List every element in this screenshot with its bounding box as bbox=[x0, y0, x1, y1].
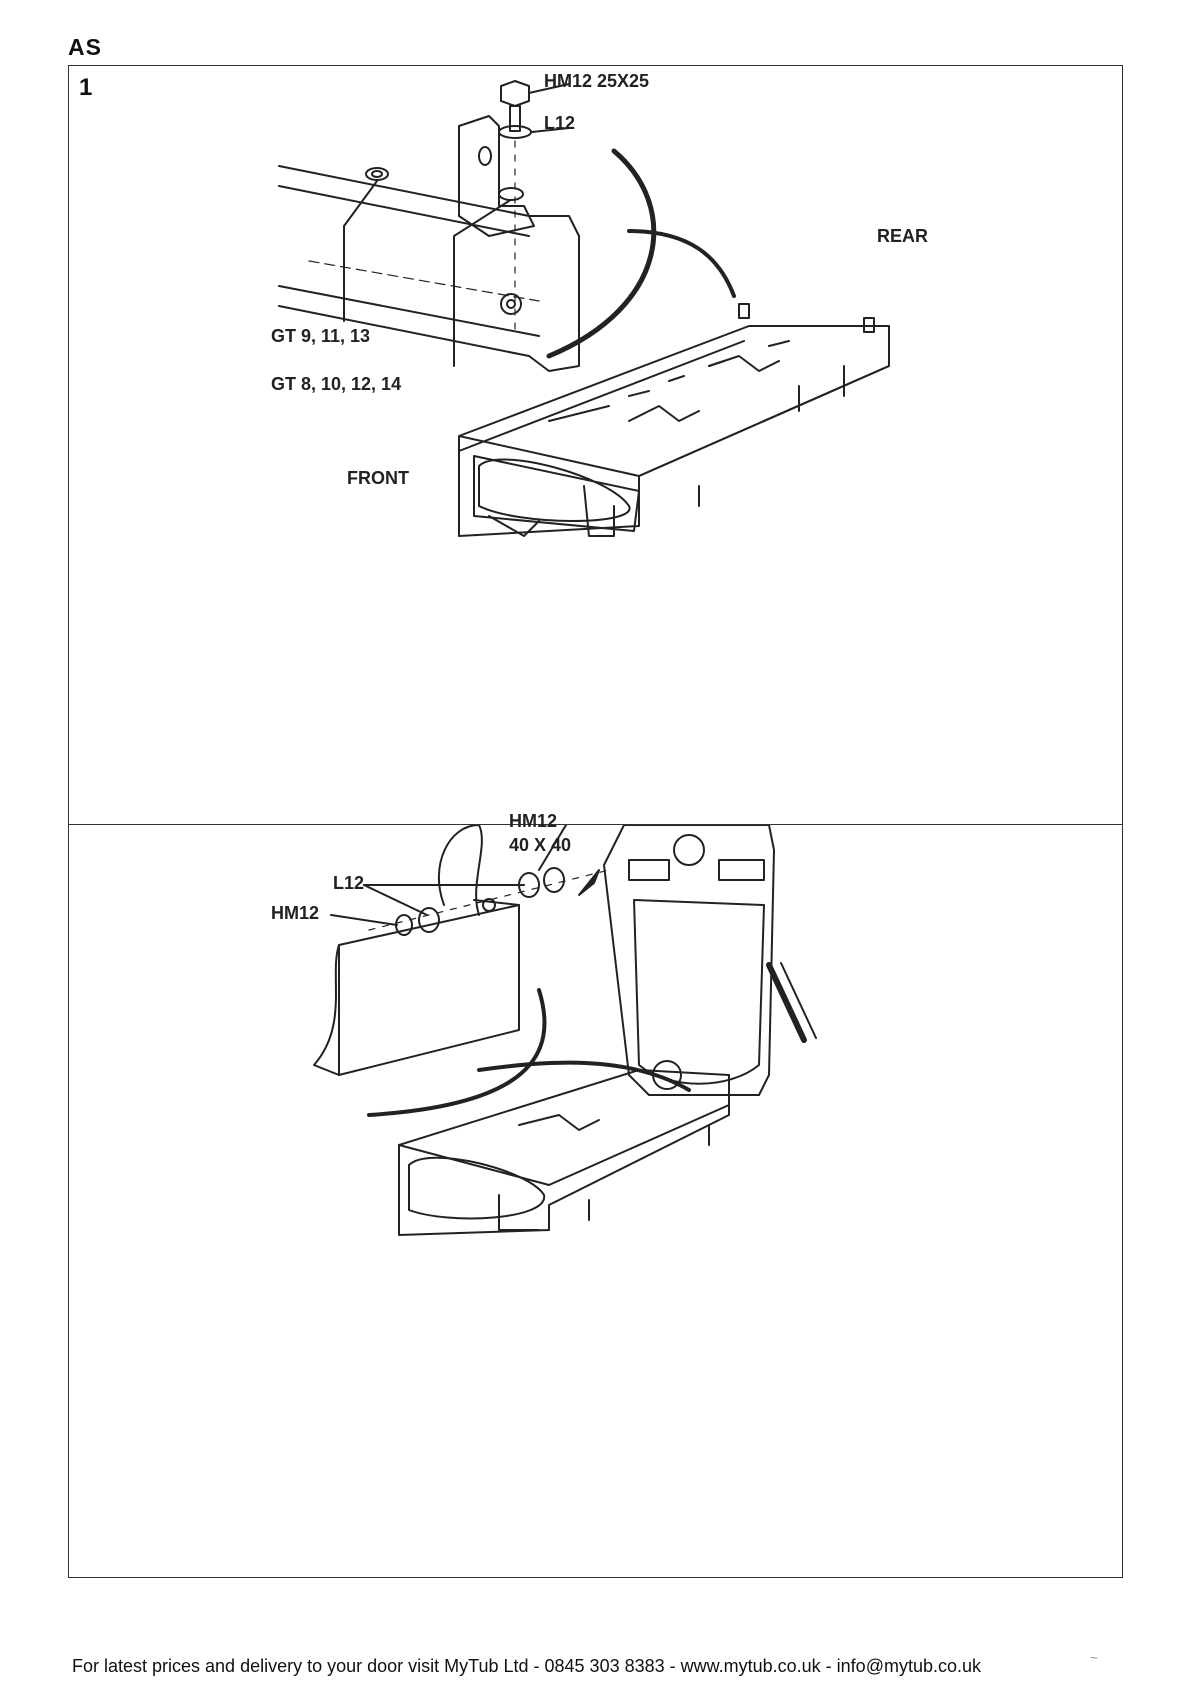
angle-bracket bbox=[459, 116, 534, 236]
nut bbox=[501, 294, 521, 314]
gt-even-label: GT 8, 10, 12, 14 bbox=[271, 374, 401, 395]
bolt-label-line1: HM12 bbox=[509, 811, 557, 832]
washer-label: L12 bbox=[333, 873, 364, 894]
gt-odd-label: GT 9, 11, 13 bbox=[271, 326, 370, 347]
footer-contact: For latest prices and delivery to your d… bbox=[72, 1656, 981, 1677]
detail-callout bbox=[549, 151, 654, 356]
rear-label: REAR bbox=[877, 226, 928, 247]
step-1-panel: 1 bbox=[68, 65, 1123, 825]
rail-hole bbox=[366, 168, 388, 180]
channel-face bbox=[339, 905, 519, 1075]
bolt-label: HM12 25X25 bbox=[544, 71, 649, 92]
watermark-icon: ~ bbox=[1090, 1650, 1098, 1665]
step-2-illustration bbox=[69, 825, 1124, 1579]
washer-label: L12 bbox=[544, 113, 575, 134]
base-frame bbox=[459, 326, 889, 536]
bracket-plate bbox=[439, 825, 482, 915]
bolt-head bbox=[501, 81, 529, 106]
section-code: AS bbox=[68, 34, 102, 61]
mattress-end bbox=[409, 1158, 544, 1219]
step-1-illustration bbox=[69, 66, 1124, 826]
bolt-label-line2: 40 X 40 bbox=[509, 835, 571, 856]
nut bbox=[396, 915, 412, 935]
nut-label: HM12 bbox=[271, 903, 319, 924]
rail-top-edge bbox=[279, 166, 529, 216]
step-2-panel: HM12 40 X 40 L12 HM12 bbox=[68, 824, 1123, 1578]
front-label: FRONT bbox=[347, 468, 409, 489]
